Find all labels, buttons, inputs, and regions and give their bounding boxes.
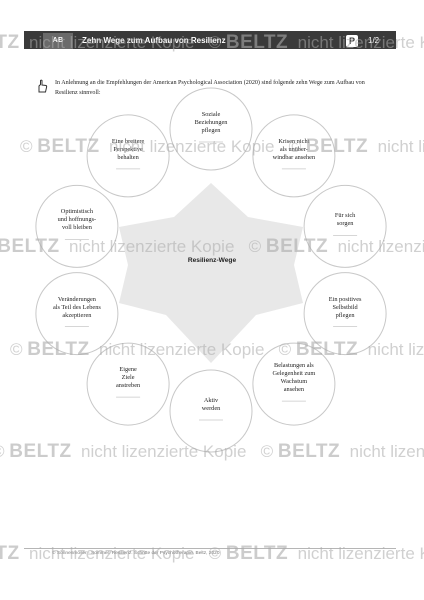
footer-copyright: © Sonnenmoser · Sommer: Resilienz. Schri… xyxy=(52,551,220,556)
way-circle xyxy=(86,342,170,426)
way-circle xyxy=(35,184,119,268)
way-circle xyxy=(252,342,336,426)
way-circle xyxy=(303,272,387,356)
diagram-center-label: Resilienz-Wege xyxy=(187,257,237,264)
way-circle xyxy=(252,114,336,198)
worksheet-badge: AB xyxy=(43,33,73,49)
page-title: Zehn Wege zum Aufbau von Resilienz xyxy=(82,36,226,45)
way-circle xyxy=(169,369,253,453)
intro-paragraph: In Anlehnung an die Empfehlungen der Ame… xyxy=(55,80,365,96)
way-circle xyxy=(35,272,119,356)
way-circle xyxy=(86,114,170,198)
writing-hand-icon xyxy=(38,79,48,93)
publisher-logo-icon: P xyxy=(346,35,358,47)
header-bar xyxy=(24,31,396,49)
footer-divider xyxy=(24,548,396,549)
page-number: 1/2 xyxy=(368,36,380,45)
way-circle xyxy=(169,87,253,171)
center-star xyxy=(119,183,303,363)
way-circle xyxy=(303,184,387,268)
